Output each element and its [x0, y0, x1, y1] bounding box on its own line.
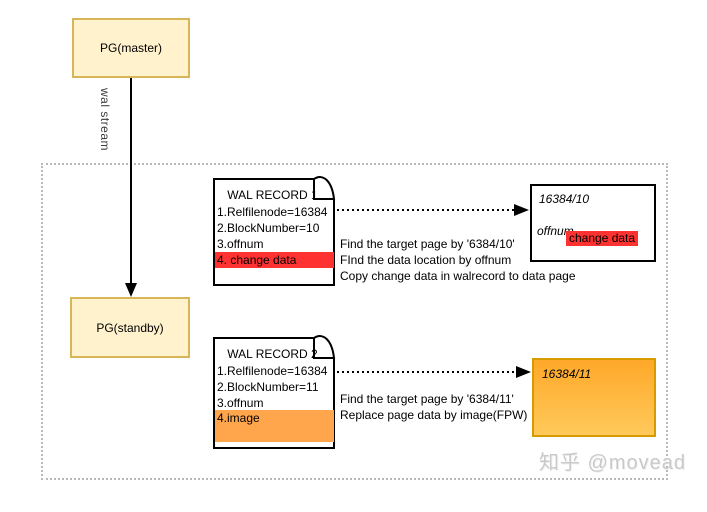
wal-record-1-title: WAL RECORD 1: [227, 188, 318, 202]
wal-record-1-line-blocknumber: 2.BlockNumber=10: [217, 221, 320, 235]
record2-annotation: Find the target page by '6384/11' Replac…: [340, 391, 527, 423]
wal-stream-arrow: [125, 78, 137, 297]
arrowhead-right-icon: [516, 366, 531, 378]
wal-record-2-title: WAL RECORD 2: [227, 347, 318, 361]
wal-record-1-document: WAL RECORD 1 1.Relfilenode=16384 2.Block…: [213, 176, 336, 287]
wal-record-2-line-offnum: 3.offnum: [217, 396, 264, 410]
page1-offnum-label: offnum: [537, 224, 574, 238]
pg-master-node: PG(master): [72, 18, 190, 78]
data-page-16384-10: 16384/10 offnum change data: [530, 184, 656, 262]
record2-to-page2-arrow: [337, 366, 531, 378]
annotation-line: Replace page data by image(FPW): [340, 408, 528, 422]
wal-record-2-image-highlight: 4.image: [215, 410, 334, 442]
data-page-16384-11: 16384/11: [532, 358, 656, 437]
pg-standby-label: PG(standby): [96, 320, 164, 335]
page1-id-label: 16384/10: [539, 192, 590, 206]
wal-record-1-line-relfilenode: 1.Relfilenode=16384: [217, 205, 328, 219]
wal-record-2-line-blocknumber: 2.BlockNumber=11: [217, 380, 319, 394]
annotation-line: FInd the data location by offnum: [340, 253, 512, 267]
record1-to-page1-arrow: [337, 204, 529, 216]
page-fold-icon: [313, 335, 336, 359]
annotation-line: Find the target page by '6384/10': [340, 237, 515, 251]
page1-change-data-chip: change data: [566, 231, 639, 246]
record1-annotation: Find the target page by '6384/10' FInd t…: [340, 236, 576, 284]
page2-id-label: 16384/11: [542, 367, 592, 381]
wal-record-1-line-offnum: 3.offnum: [217, 237, 264, 251]
wal-record-2-line-relfilenode: 1.Relfilenode=16384: [217, 364, 328, 378]
arrowhead-down-icon: [125, 283, 137, 297]
arrowhead-right-icon: [514, 204, 529, 216]
wal-record-1-change-data-highlight: 4. change data: [215, 252, 334, 268]
wal-record-2-document: WAL RECORD 2 1.Relfilenode=16384 2.Block…: [213, 335, 336, 450]
wal-stream-label: wal stream: [98, 88, 112, 152]
watermark: 知乎 @movead: [538, 452, 686, 474]
pg-standby-node: PG(standby): [70, 297, 190, 358]
page-fold-icon: [313, 176, 336, 200]
annotation-line: Find the target page by '6384/11': [340, 392, 514, 406]
annotation-line: Copy change data in walrecord to data pa…: [340, 269, 576, 283]
standby-boundary-frame: [41, 163, 668, 480]
pg-master-label: PG(master): [99, 41, 162, 55]
